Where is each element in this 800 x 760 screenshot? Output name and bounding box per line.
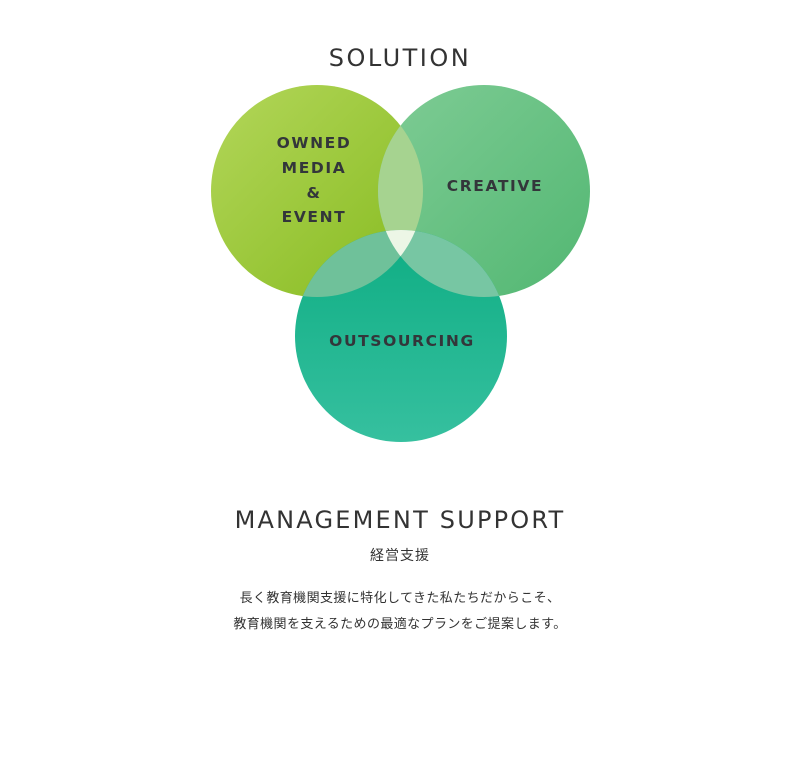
solution-title: SOLUTION [328,44,472,72]
label-ampersand: & [306,184,321,202]
label-media: MEDIA [282,159,347,177]
management-support-subtitle: 経営支援 [370,548,430,564]
management-support-description: 長く教育機関支援に特化してきた私たちだからこそ、 教育機関を支えるための最適なプ… [0,586,800,638]
solution-venn-diagram: OWNED MEDIA & EVENT CREATIVE OUTSOURCING [211,85,590,442]
label-owned: OWNED [277,134,352,152]
label-outsourcing: OUTSOURCING [329,332,475,350]
management-support-title: MANAGEMENT SUPPORT [234,506,566,534]
overlap-creative-outsourcing [378,230,507,297]
label-creative: CREATIVE [447,177,543,195]
label-event: EVENT [282,208,347,226]
description-line-1: 長く教育機関支援に特化してきた私たちだからこそ、 [239,591,561,606]
overlap-owned-outsourcing [295,230,423,297]
description-line-2: 教育機関を支えるための最適なプランをご提案します。 [233,617,567,632]
